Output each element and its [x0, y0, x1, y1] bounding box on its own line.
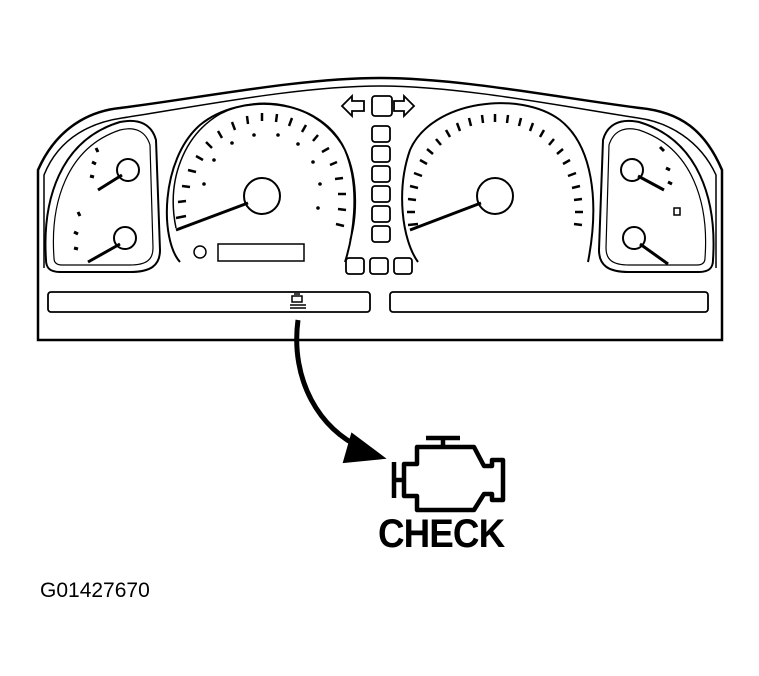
turn-signal-right-icon — [393, 93, 416, 119]
turn-signal-left-icon — [340, 93, 365, 119]
trip-reset-knob — [193, 245, 207, 259]
cluster-housing — [36, 76, 724, 342]
check-engine-label: CHECK — [378, 512, 505, 556]
lower-indicator-strips — [47, 291, 709, 313]
warning-light-column — [340, 93, 416, 275]
check-engine-icon — [391, 435, 506, 513]
right-gauge-ticks — [658, 145, 673, 186]
mini-check-engine-icon — [290, 293, 306, 309]
left-gauge-pod — [44, 120, 162, 273]
tachometer-scale-dots — [202, 133, 322, 210]
odometer-display — [217, 243, 305, 262]
tachometer — [165, 102, 357, 263]
small-indicator-square — [673, 207, 681, 216]
speedometer — [401, 102, 595, 263]
figure-id: G01427670 — [40, 579, 150, 602]
callout-arrow — [294, 319, 387, 464]
right-gauge-pod — [597, 120, 715, 273]
speedometer-scale-ticks — [407, 114, 583, 227]
tachometer-scale-ticks — [175, 113, 347, 228]
left-gauge-ticks — [73, 147, 100, 251]
